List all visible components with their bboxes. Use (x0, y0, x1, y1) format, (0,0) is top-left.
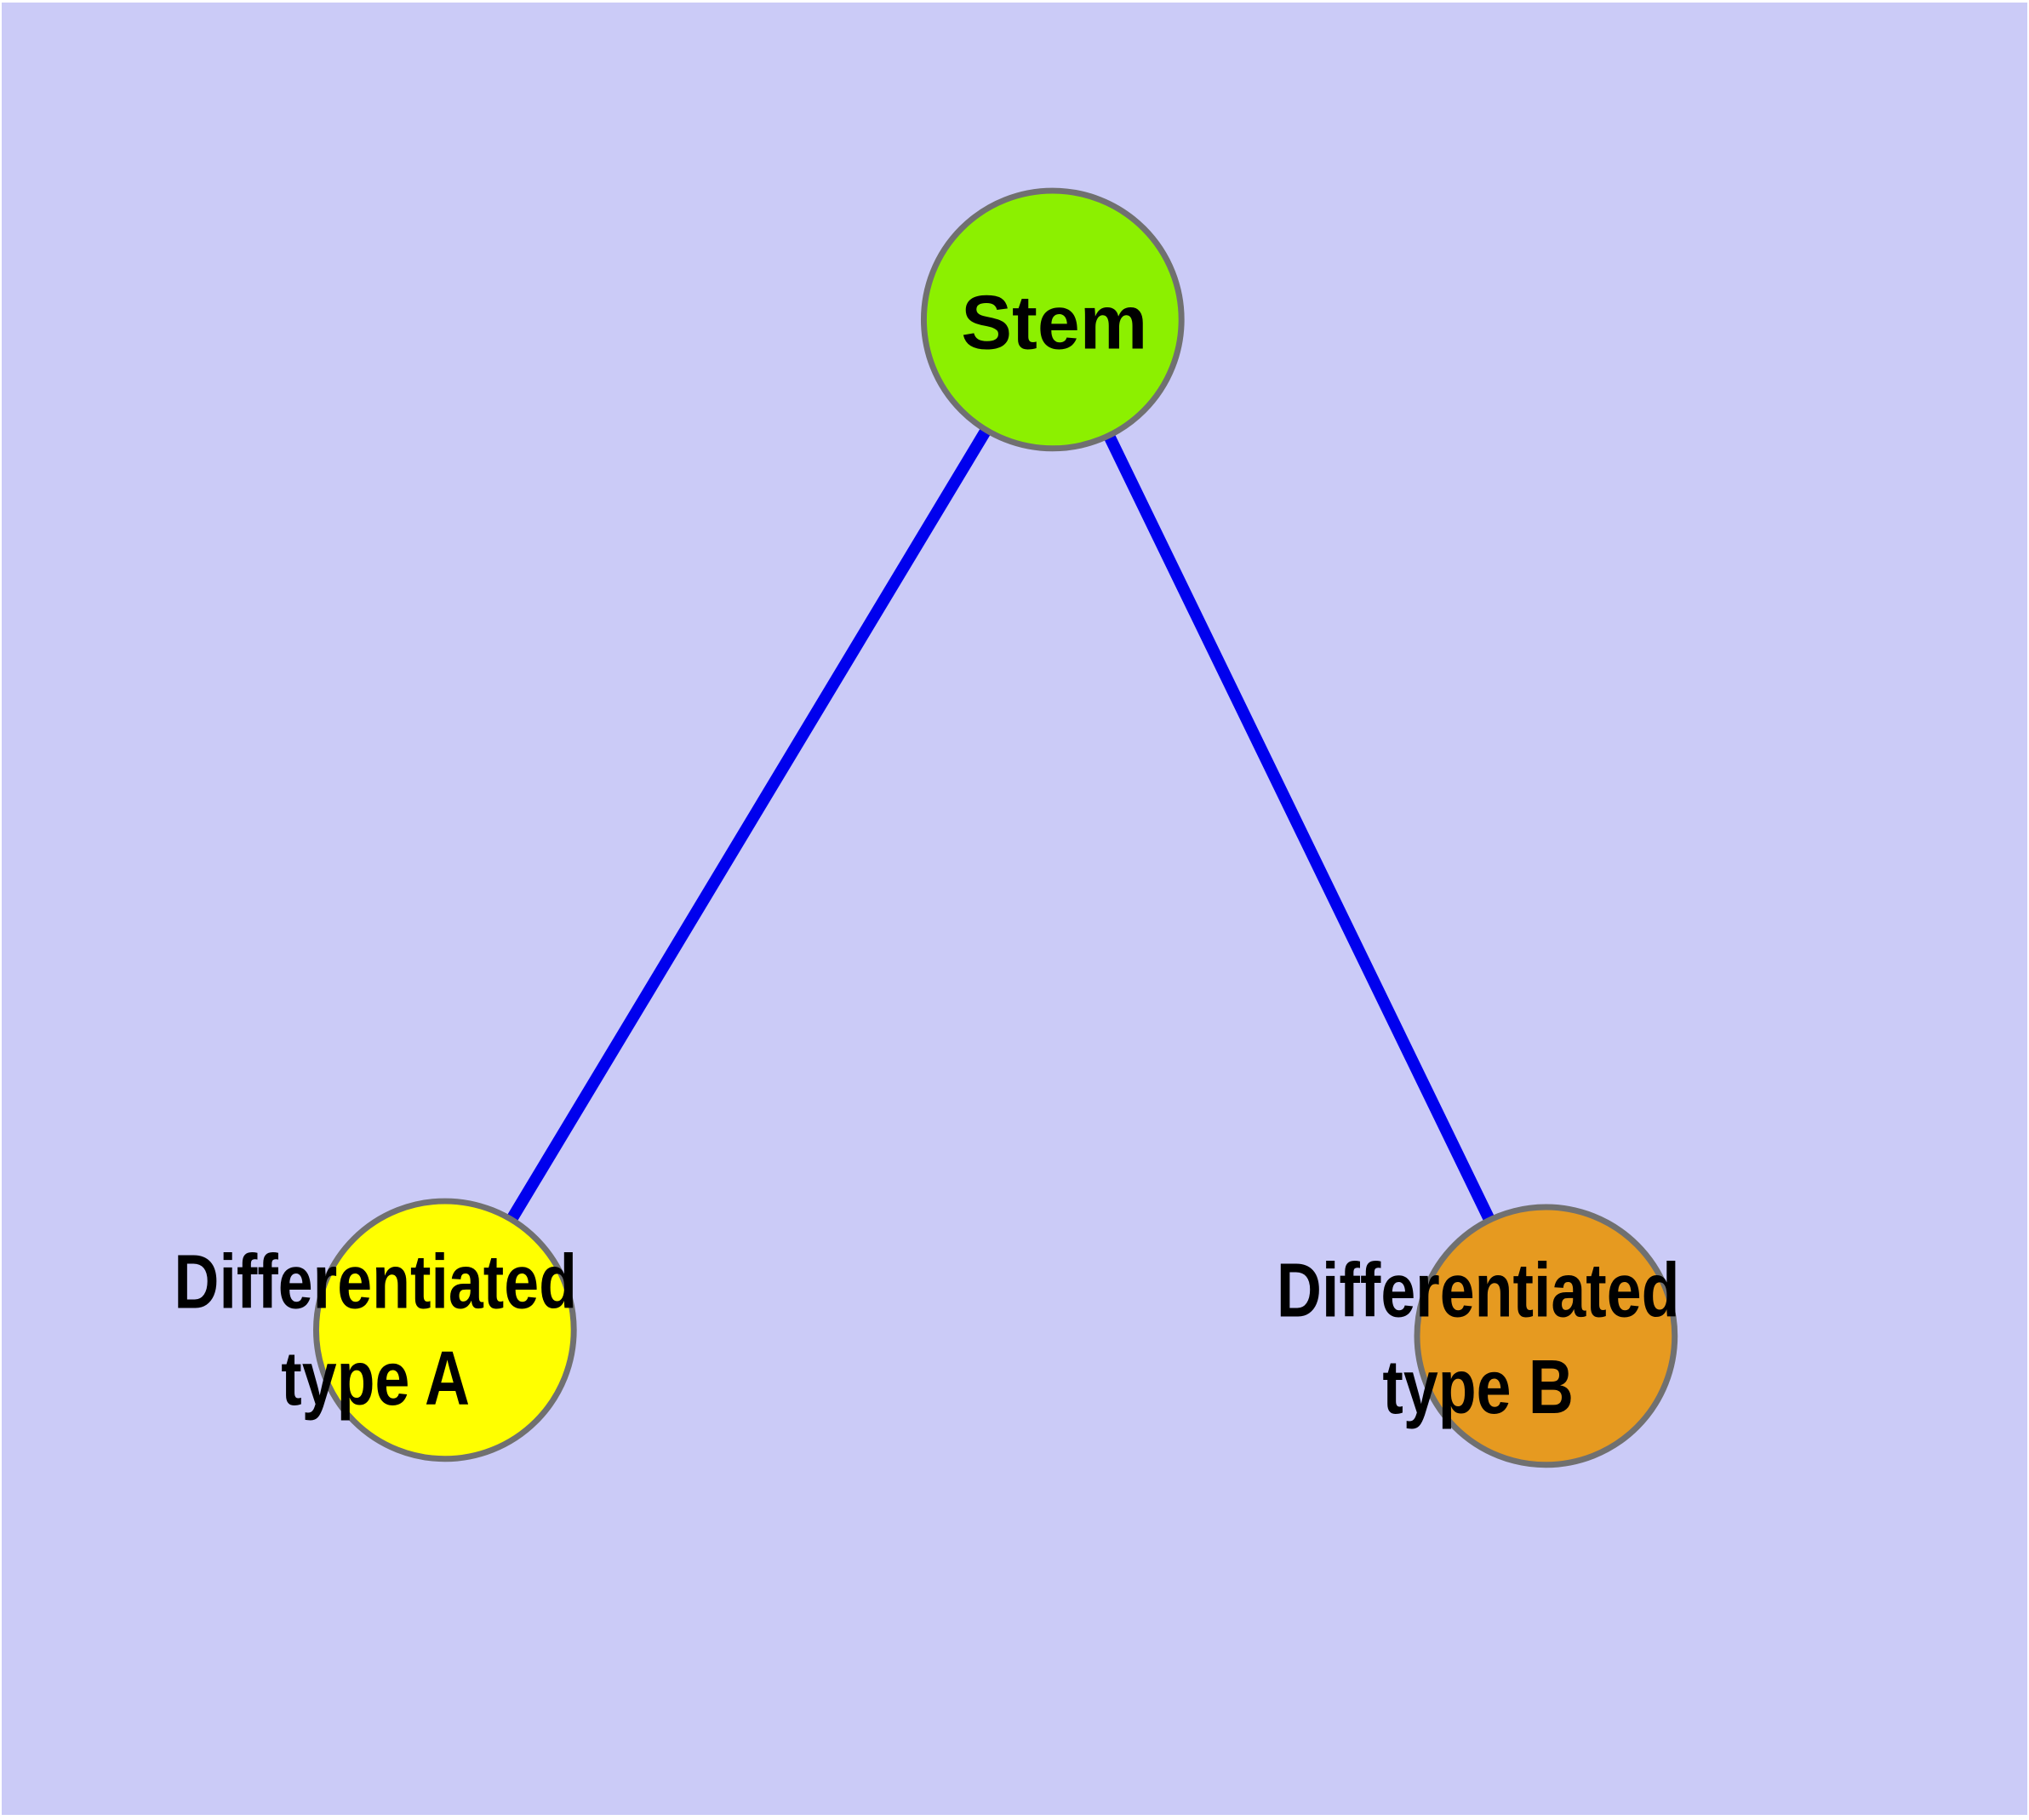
node-differentiated-type-b (1414, 1204, 1678, 1468)
node-label-line: Differentiated (174, 1240, 577, 1325)
node-label-differentiated-type-a: Differentiated type A (174, 1240, 577, 1422)
node-stem (920, 187, 1185, 452)
edge-stem-to-differentiated-type-b (1047, 317, 1552, 1339)
node-label-line: type B (1382, 1345, 1574, 1430)
edge-stem-to-differentiated-type-a (439, 316, 1058, 1334)
node-differentiated-type-a (312, 1198, 577, 1462)
node-label-line: type A (281, 1336, 470, 1422)
node-label-differentiated-type-b: Differentiated type B (1277, 1249, 1680, 1430)
node-label-line: Differentiated (1277, 1249, 1680, 1334)
node-label-line: Stem (961, 279, 1147, 364)
node-label-stem: Stem (961, 279, 1147, 364)
